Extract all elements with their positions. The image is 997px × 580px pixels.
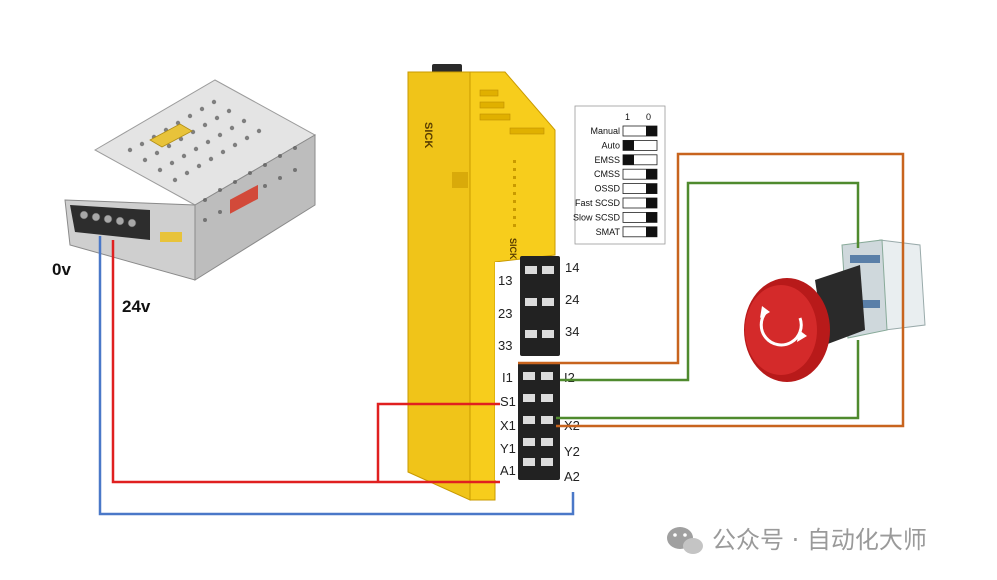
power-supply — [64, 79, 317, 281]
wire-green-channel-2 — [560, 181, 860, 382]
watermark-text: 公众号 · 自动化大师 — [712, 526, 927, 554]
relay-logo: SICK — [422, 122, 434, 148]
dip-label-slow-scsd: Slow SCSD — [573, 212, 621, 222]
dip-header-0: 0 — [646, 112, 651, 122]
dip-label-smat: SMAT — [596, 227, 621, 237]
terminal-34: 34 — [565, 324, 579, 339]
wire-24v-to-s1 — [376, 402, 500, 482]
wires — [98, 152, 905, 516]
terminal-a2: A2 — [564, 469, 580, 484]
wire-0v-blue — [98, 236, 575, 516]
wire-green-return — [556, 340, 860, 420]
dip-label-ossd: OSSD — [594, 184, 620, 194]
terminal-33: 33 — [498, 338, 512, 353]
dip-label-emss: EMSS — [594, 155, 620, 165]
wire-orange-channel-1 — [518, 152, 905, 428]
label-0v: 0v — [52, 260, 71, 279]
label-24v: 24v — [122, 297, 151, 316]
dip-switch-knob — [646, 169, 657, 180]
dip-label-auto: Auto — [601, 140, 620, 150]
dip-label-cmss: CMSS — [594, 169, 620, 179]
relay-logo-front: SICK — [508, 238, 518, 260]
terminal-i2: I2 — [564, 370, 575, 385]
terminal-a1: A1 — [500, 463, 516, 478]
emergency-stop-button — [744, 239, 926, 382]
watermark: 公众号 · 自动化大师 — [667, 526, 927, 554]
terminal-y2: Y2 — [564, 444, 580, 459]
terminal-y1: Y1 — [500, 441, 516, 456]
dip-label-fast-scsd: Fast SCSD — [575, 198, 621, 208]
dip-switch-knob — [623, 140, 634, 151]
dip-switch-knob — [646, 183, 657, 194]
relay-terminal-labels: 13 23 33 14 24 34 I1 S1 X1 Y1 A1 I2 X2 Y… — [498, 260, 580, 484]
dip-switch-knob — [646, 126, 657, 136]
wechat-icon — [667, 527, 703, 554]
dip-header-1: 1 — [625, 112, 630, 122]
terminal-13: 13 — [498, 273, 512, 288]
dip-switch-knob — [646, 212, 657, 223]
terminal-24: 24 — [565, 292, 579, 307]
wire-24v-red — [111, 240, 500, 484]
dip-switch-knob — [623, 154, 634, 165]
terminal-23: 23 — [498, 306, 512, 321]
terminal-s1: S1 — [500, 394, 516, 409]
terminal-14: 14 — [565, 260, 579, 275]
safety-relay: SICK SICK — [407, 64, 560, 501]
dip-switch-knob — [646, 226, 657, 237]
dip-label-manual: Manual — [590, 126, 620, 136]
terminal-x1: X1 — [500, 418, 516, 433]
dip-switch-knob — [646, 198, 657, 208]
terminal-i1: I1 — [502, 370, 513, 385]
